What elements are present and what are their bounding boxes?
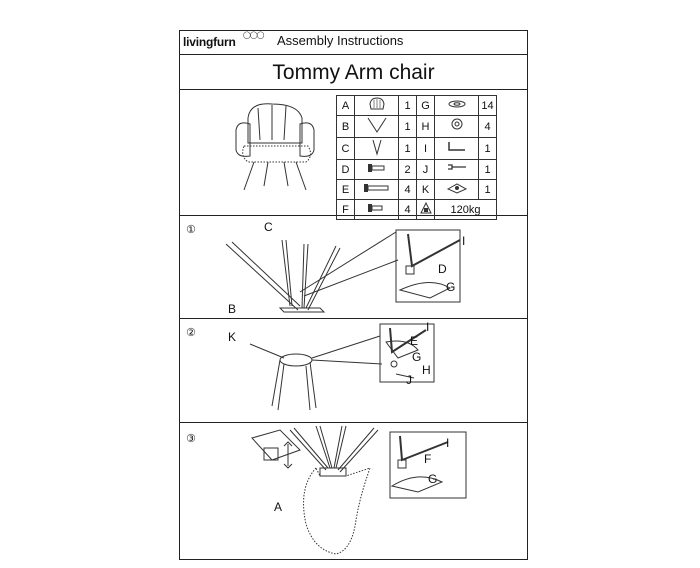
step-2-label-i: I	[426, 320, 430, 334]
part-qty: 4	[478, 115, 497, 138]
step-1-legs-illustration	[225, 239, 341, 313]
part-letter: B	[336, 115, 355, 138]
part-qty: 2	[398, 159, 417, 180]
part-letter: G	[416, 95, 435, 116]
parts-table: A 1 G 14 B 1 H 4 C	[336, 95, 497, 220]
step-2-label-g: G	[412, 350, 422, 364]
step-3-label-i: I	[446, 436, 450, 450]
part-letter: I	[416, 137, 435, 160]
step-1-label-d: D	[438, 262, 447, 276]
washer-icon	[434, 95, 479, 116]
step-1-detail-illustration	[299, 229, 461, 303]
step-3-number: ③	[186, 433, 196, 445]
part-qty: 1	[398, 95, 417, 116]
table-row: A 1 G 14	[336, 95, 497, 116]
product-title: Tommy Arm chair	[272, 61, 435, 84]
step-1-label-g: G	[446, 280, 456, 294]
part-qty: 14	[478, 95, 497, 116]
brand-logo: livingfurn	[183, 35, 236, 49]
table-row: D 2 J 1	[336, 159, 497, 180]
armchair-illustration	[235, 103, 315, 191]
part-letter: J	[416, 159, 435, 180]
part-qty: 1	[478, 179, 497, 200]
table-row: B 1 H 4	[336, 115, 497, 138]
long-bolt-icon	[354, 179, 399, 200]
part-qty: 1	[398, 115, 417, 138]
part-qty: 1	[478, 159, 497, 180]
step-1-number: ①	[186, 224, 196, 236]
table-row: C 1 I 1	[336, 137, 497, 160]
step-2-label-e: E	[410, 334, 419, 348]
seat-icon	[354, 95, 399, 116]
table-row: F 4 120kg	[336, 199, 497, 220]
part-letter: E	[336, 179, 355, 200]
part-letter: C	[336, 137, 355, 160]
leg-pair-icon	[354, 115, 399, 138]
part-qty: 1	[478, 137, 497, 160]
step-3-label-a: A	[274, 500, 283, 514]
part-letter: A	[336, 95, 355, 116]
step-1-section	[179, 216, 528, 319]
allen-key-icon	[434, 137, 479, 160]
part-letter: D	[336, 159, 355, 180]
step-2-label-k: K	[228, 330, 237, 344]
table-row: E 4 K 1	[336, 179, 497, 200]
step-2-detail-illustration	[379, 323, 435, 383]
step-3-seat-illustration	[251, 425, 379, 555]
bolt-icon	[354, 199, 399, 220]
step-2-base-illustration	[249, 335, 383, 411]
leg-pair-icon	[354, 137, 399, 160]
wrench-icon	[434, 159, 479, 180]
header-title: Assembly Instructions	[277, 33, 404, 48]
step-3-detail-illustration	[389, 431, 467, 499]
product-title-row: Tommy Arm chair	[179, 55, 528, 90]
max-load-value: 120kg	[434, 199, 497, 220]
instruction-sheet	[179, 30, 528, 560]
bolt-icon	[354, 159, 399, 180]
part-qty: 4	[398, 179, 417, 200]
step-1-label-i: I	[462, 234, 466, 248]
header-bar: livingfurn ◯◯◯ Assembly Instructions	[179, 30, 528, 55]
brand-mark-icon: ◯◯◯	[243, 32, 264, 39]
step-2-label-j: J	[406, 373, 412, 387]
part-qty: 1	[398, 137, 417, 160]
part-letter: H	[416, 115, 435, 138]
nut-icon	[434, 115, 479, 138]
step-1-label-c: C	[264, 220, 273, 234]
part-letter: K	[416, 179, 435, 200]
step-3-label-f: F	[424, 452, 432, 466]
swivel-plate-icon	[434, 179, 479, 200]
step-1-label-b: B	[228, 302, 237, 316]
step-2-section	[179, 319, 528, 423]
step-3-label-g: G	[428, 472, 438, 486]
step-2-number: ②	[186, 327, 196, 339]
step-2-label-h: H	[422, 363, 431, 377]
